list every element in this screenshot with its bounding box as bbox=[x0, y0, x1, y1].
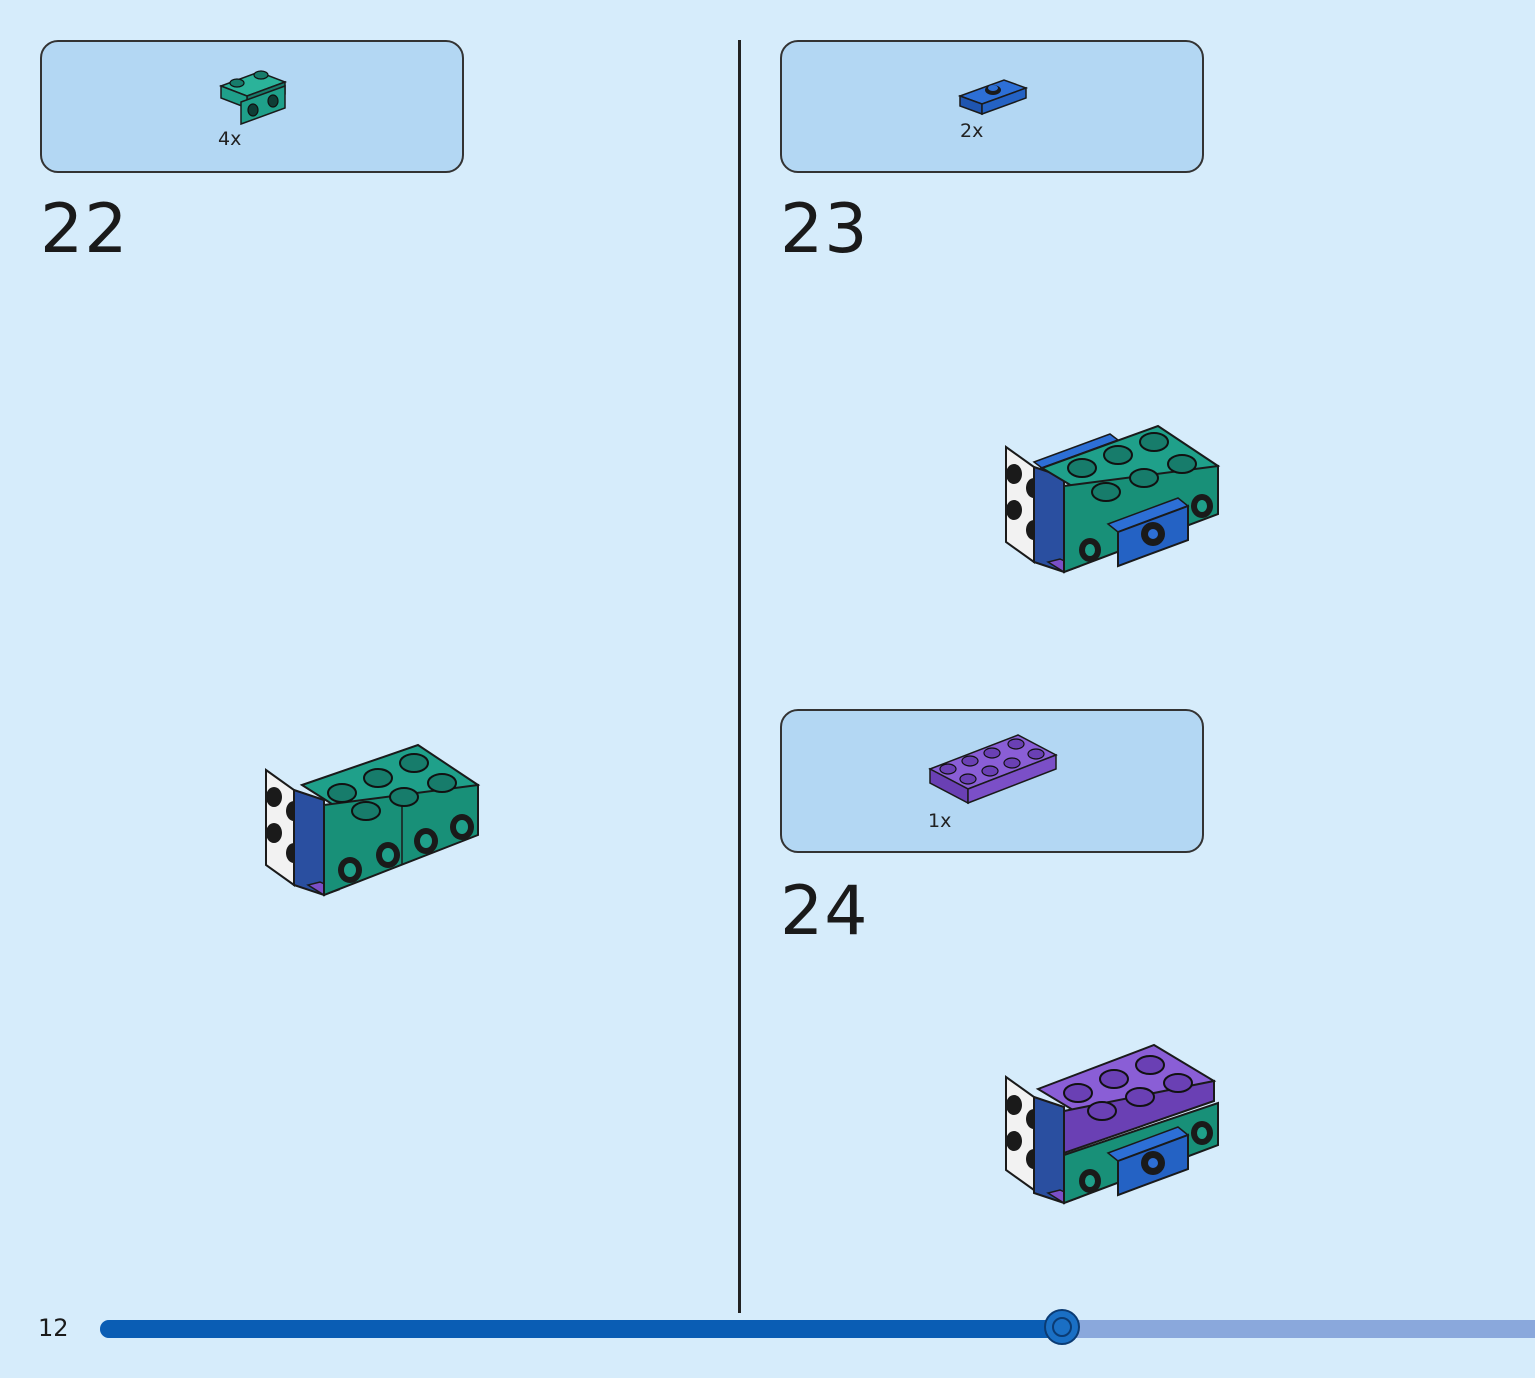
step-number: 23 bbox=[780, 190, 869, 269]
part-quantity: 4x bbox=[218, 128, 242, 150]
step-number: 22 bbox=[40, 190, 129, 269]
blue-jumper-plate-part-icon bbox=[957, 79, 1029, 116]
progress-bar bbox=[100, 1320, 1535, 1338]
parts-box-step-22: 4x bbox=[40, 40, 464, 173]
part-quantity: 1x bbox=[928, 810, 952, 832]
parts-box-step-24: 1x bbox=[780, 709, 1204, 853]
part-quantity: 2x bbox=[960, 120, 984, 142]
step-number: 24 bbox=[780, 872, 869, 951]
purple-plate-part-icon bbox=[928, 734, 1058, 805]
model-step-22 bbox=[265, 743, 481, 897]
model-step-23 bbox=[1005, 424, 1221, 574]
model-step-24 bbox=[1005, 1043, 1219, 1205]
teal-bracket-part-icon bbox=[218, 70, 288, 126]
progress-bar-fill bbox=[100, 1320, 1057, 1338]
progress-knob bbox=[1044, 1309, 1080, 1345]
column-divider bbox=[738, 40, 741, 1313]
parts-box-step-23: 2x bbox=[780, 40, 1204, 173]
page-number: 12 bbox=[38, 1314, 69, 1342]
